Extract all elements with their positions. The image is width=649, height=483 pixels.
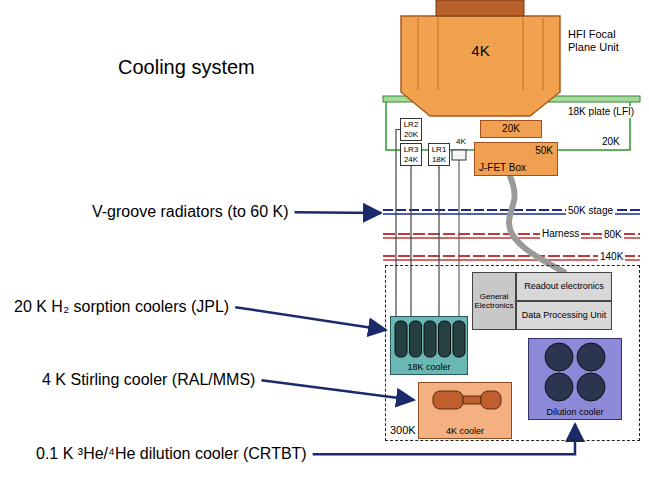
node-text: HFI Focal Plane Unit bbox=[568, 28, 643, 53]
node-text: Data Processing Unit bbox=[522, 310, 607, 320]
node-text: Readout electronics bbox=[524, 281, 604, 291]
jfet-box: 50K J-FET Box bbox=[474, 142, 558, 176]
cooler-box: 4K cooler bbox=[418, 382, 512, 439]
sorption-bed bbox=[424, 321, 436, 357]
node-text: 4K cooler bbox=[446, 426, 484, 436]
node-text: 20K bbox=[502, 123, 520, 135]
callout-label: V-groove radiators (to 60 K) bbox=[92, 203, 289, 221]
node-text: LR1 18K bbox=[430, 145, 448, 163]
drum-shading bbox=[437, 18, 439, 90]
gas-tank bbox=[577, 373, 605, 401]
drum-body bbox=[401, 16, 560, 116]
focal-plane-unit: 4KHFI Focal Plane Unit bbox=[398, 0, 563, 120]
callout-label: 20 K H₂ sorption coolers (JPL) bbox=[14, 298, 229, 316]
diagram-title: Cooling system bbox=[118, 56, 255, 79]
callout-label: 0.1 K ³He/⁴He dilution cooler (CRTBT) bbox=[36, 445, 307, 463]
callout-label: 4 K Stirling cooler (RAL/MMS) bbox=[42, 371, 255, 389]
compressor-body bbox=[433, 391, 463, 409]
drum-shading bbox=[542, 18, 544, 90]
callout-arrow bbox=[261, 380, 414, 400]
node-text: Dilution cooler bbox=[546, 407, 603, 417]
electronics-box: General Electronics bbox=[472, 272, 516, 330]
sorption-bed bbox=[395, 321, 407, 357]
cooler-box: Dilution cooler bbox=[528, 338, 622, 420]
node-text: 50K bbox=[535, 145, 553, 157]
sorption-bed bbox=[453, 321, 465, 357]
callout-arrow bbox=[295, 211, 381, 214]
lr-box: LR3 24K bbox=[400, 143, 422, 166]
drum-outline bbox=[398, 0, 563, 120]
stage-label: 80K bbox=[602, 229, 624, 241]
cooler-box: 18K cooler bbox=[390, 316, 468, 375]
plate-label: 18K plate (LFI) bbox=[566, 106, 636, 118]
stage-label: 140K bbox=[598, 251, 625, 263]
sorption-bed bbox=[410, 321, 422, 357]
lr-box: LR2 20K bbox=[400, 118, 422, 141]
node-text: General Electronics bbox=[474, 292, 514, 310]
dilution-tanks bbox=[529, 339, 623, 405]
lr-box: LR1 18K bbox=[428, 143, 450, 166]
cooling-pipe bbox=[438, 166, 439, 316]
edge-label: Harness bbox=[540, 228, 581, 240]
compressor-pipe bbox=[463, 396, 481, 404]
electronics-box: Readout electronics bbox=[516, 272, 612, 301]
node-text: LR3 24K bbox=[402, 145, 420, 163]
warm-region: 300K General Electronics Readout electroni… bbox=[385, 265, 640, 441]
harness-cable bbox=[509, 176, 564, 272]
node-text: J-FET Box bbox=[479, 162, 526, 174]
gas-tank bbox=[577, 343, 605, 371]
drum-cap bbox=[436, 0, 524, 16]
node-text: 4K bbox=[398, 42, 563, 59]
small-4k-box bbox=[452, 150, 466, 160]
sorption-bed bbox=[439, 321, 451, 357]
cooling-pipe bbox=[410, 166, 411, 316]
displacer-body bbox=[481, 391, 501, 409]
gas-tank bbox=[545, 343, 573, 371]
electronics-box: Data Processing Unit bbox=[516, 301, 612, 330]
drum-shading bbox=[417, 18, 419, 90]
stage-box: 20K bbox=[480, 120, 542, 138]
callout-arrow bbox=[235, 307, 386, 330]
temperature-label: 20K bbox=[600, 136, 622, 148]
temperature-label: 4K bbox=[454, 137, 468, 146]
sorption-cylinders bbox=[391, 317, 469, 361]
drum-shading bbox=[522, 18, 524, 90]
stage-label: 50K stage bbox=[566, 205, 615, 217]
stirling-compressor bbox=[419, 383, 513, 417]
node-text: 300K bbox=[390, 424, 416, 437]
gas-tank bbox=[545, 373, 573, 401]
node-text: 18K cooler bbox=[407, 362, 450, 372]
node-text: LR2 20K bbox=[402, 120, 420, 138]
